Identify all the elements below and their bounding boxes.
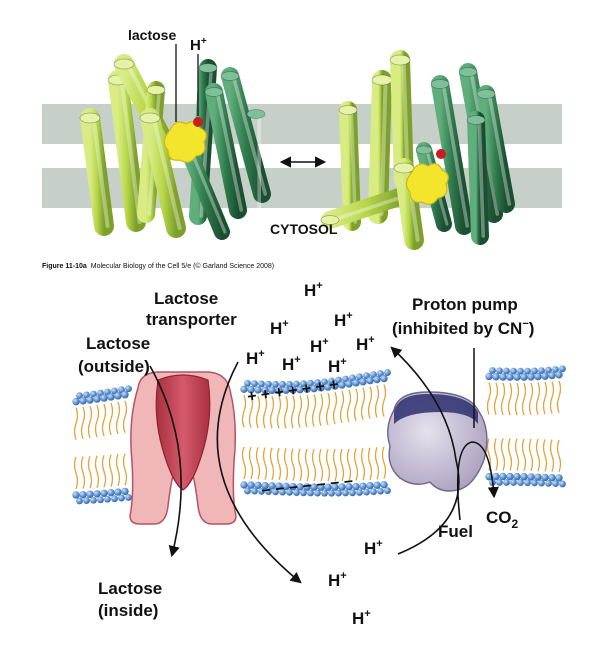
- arrow-h-into-cell: [216, 361, 302, 584]
- label-lactose-transporter-1: Lactose: [154, 289, 218, 308]
- h-plus-label-0: H+: [304, 280, 323, 300]
- label-proton-pump-1: Proton pump: [412, 295, 518, 314]
- arrow-lactose-outside-to-inside: [149, 365, 182, 558]
- transporter-helices-inward-open: [320, 50, 515, 250]
- arrow-h-pumped-out: [390, 346, 460, 555]
- label-h-top: H+: [190, 36, 207, 54]
- h-plus-label-3: H+: [310, 336, 329, 356]
- h-plus-label-8: H+: [364, 538, 383, 558]
- label-lactose-outside-1: Lactose: [86, 334, 150, 353]
- proton-labels: H+H+H+H+H+H+H+H+H+H+H+: [246, 280, 383, 628]
- label-lactose-outside-2: (outside): [78, 357, 150, 376]
- helix-dark-3: [246, 105, 266, 231]
- label-proton-pump-2: (inhibited by CN−): [392, 318, 534, 338]
- label-fuel: Fuel: [438, 522, 473, 541]
- proton-pump-cap: [394, 394, 478, 424]
- plus-charges: + + + + + + +: [246, 376, 340, 406]
- proton-dot-outward: [193, 117, 203, 127]
- lactose-molecule-outward: [163, 121, 207, 163]
- h-plus-label-1: H+: [270, 318, 289, 338]
- h-plus-label-6: H+: [282, 354, 301, 374]
- helix-light-r1: [368, 70, 393, 224]
- label-lactose-inside-2: (inside): [98, 601, 158, 620]
- helix-dark-1: [204, 83, 247, 219]
- h-plus-label-4: H+: [356, 334, 375, 354]
- flow-arrows: [149, 346, 499, 584]
- h-plus-label-10: H+: [352, 608, 371, 628]
- lactose-molecule-inward: [405, 163, 449, 205]
- label-co2: CO2: [486, 508, 519, 531]
- helix-light-4: [139, 108, 186, 238]
- lipid-tails: [73, 380, 562, 490]
- transporter-channel: [155, 374, 211, 491]
- label-lactose-top: lactose: [128, 27, 176, 43]
- h-plus-label-2: H+: [334, 310, 353, 330]
- lipid-heads-inner: [72, 472, 566, 505]
- lipid-heads-outer: [72, 365, 566, 406]
- proton-dot-inward: [436, 149, 446, 159]
- label-cytosol: CYTOSOL: [270, 221, 338, 237]
- helix-light-0: [79, 108, 114, 236]
- arrow-fuel-to-co2: [456, 441, 499, 521]
- h-plus-label-9: H+: [328, 570, 347, 590]
- transporter-helices-outward-open: [79, 54, 271, 240]
- lactose-transporter: [129, 371, 237, 525]
- bottom-panel: Lactose transporter Lactose (outside) La…: [72, 280, 566, 628]
- h-plus-label-5: H+: [246, 348, 265, 368]
- helix-dark-r4: [466, 111, 489, 245]
- lipid-bilayer: [72, 365, 566, 505]
- h-plus-label-7: H+: [328, 356, 347, 376]
- label-lactose-transporter-2: transporter: [146, 310, 237, 329]
- helix-dark-r0: [430, 75, 473, 235]
- helix-dark-r2: [476, 85, 515, 213]
- helix-light-r3: [320, 187, 411, 229]
- proton-pump: [387, 348, 488, 492]
- label-lactose-inside-1: Lactose: [98, 579, 162, 598]
